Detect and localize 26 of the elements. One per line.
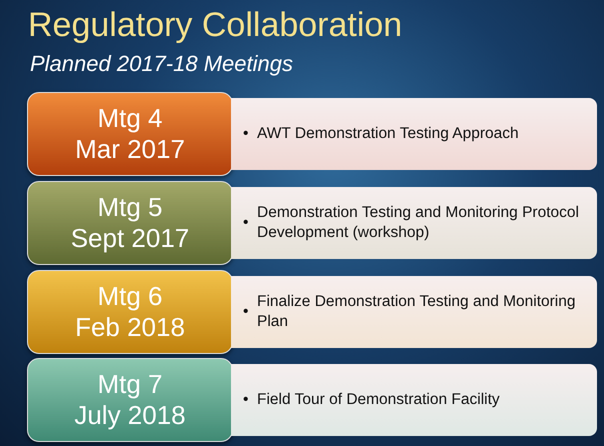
topic-text: Finalize Demonstration Testing and Monitoring Plan — [257, 292, 576, 332]
meeting-box — [27, 358, 233, 442]
meeting-box — [27, 270, 233, 354]
topic-text: Demonstration Testing and Monitoring Protocol Development (workshop) — [257, 203, 580, 243]
bullet: • — [243, 302, 250, 322]
meeting-label: Sept 2017 — [70, 223, 190, 254]
meeting-label: Mtg 6 — [97, 281, 163, 312]
topic-box — [231, 98, 597, 170]
topic-text: Field Tour of Demonstration Facility — [257, 390, 500, 410]
meeting-box — [27, 181, 233, 265]
meeting-label: Mar 2017 — [75, 134, 185, 165]
topic-box — [231, 276, 597, 348]
meeting-label: Mtg 5 — [97, 192, 163, 223]
meeting-box — [27, 92, 233, 176]
bullet: • — [243, 124, 250, 144]
meeting-label: Feb 2018 — [75, 312, 185, 343]
topic-box — [231, 364, 597, 436]
bullet: • — [243, 213, 250, 233]
topic-box — [231, 187, 597, 259]
subtitle: Planned 2017-18 Meetings — [30, 51, 293, 77]
bullet: • — [243, 390, 250, 410]
meeting-label: Mtg 4 — [97, 103, 163, 134]
title: Regulatory Collaboration — [28, 6, 402, 45]
topic-text: AWT Demonstration Testing Approach — [257, 124, 519, 144]
meeting-label: July 2018 — [74, 400, 186, 431]
meeting-label: Mtg 7 — [97, 369, 163, 400]
